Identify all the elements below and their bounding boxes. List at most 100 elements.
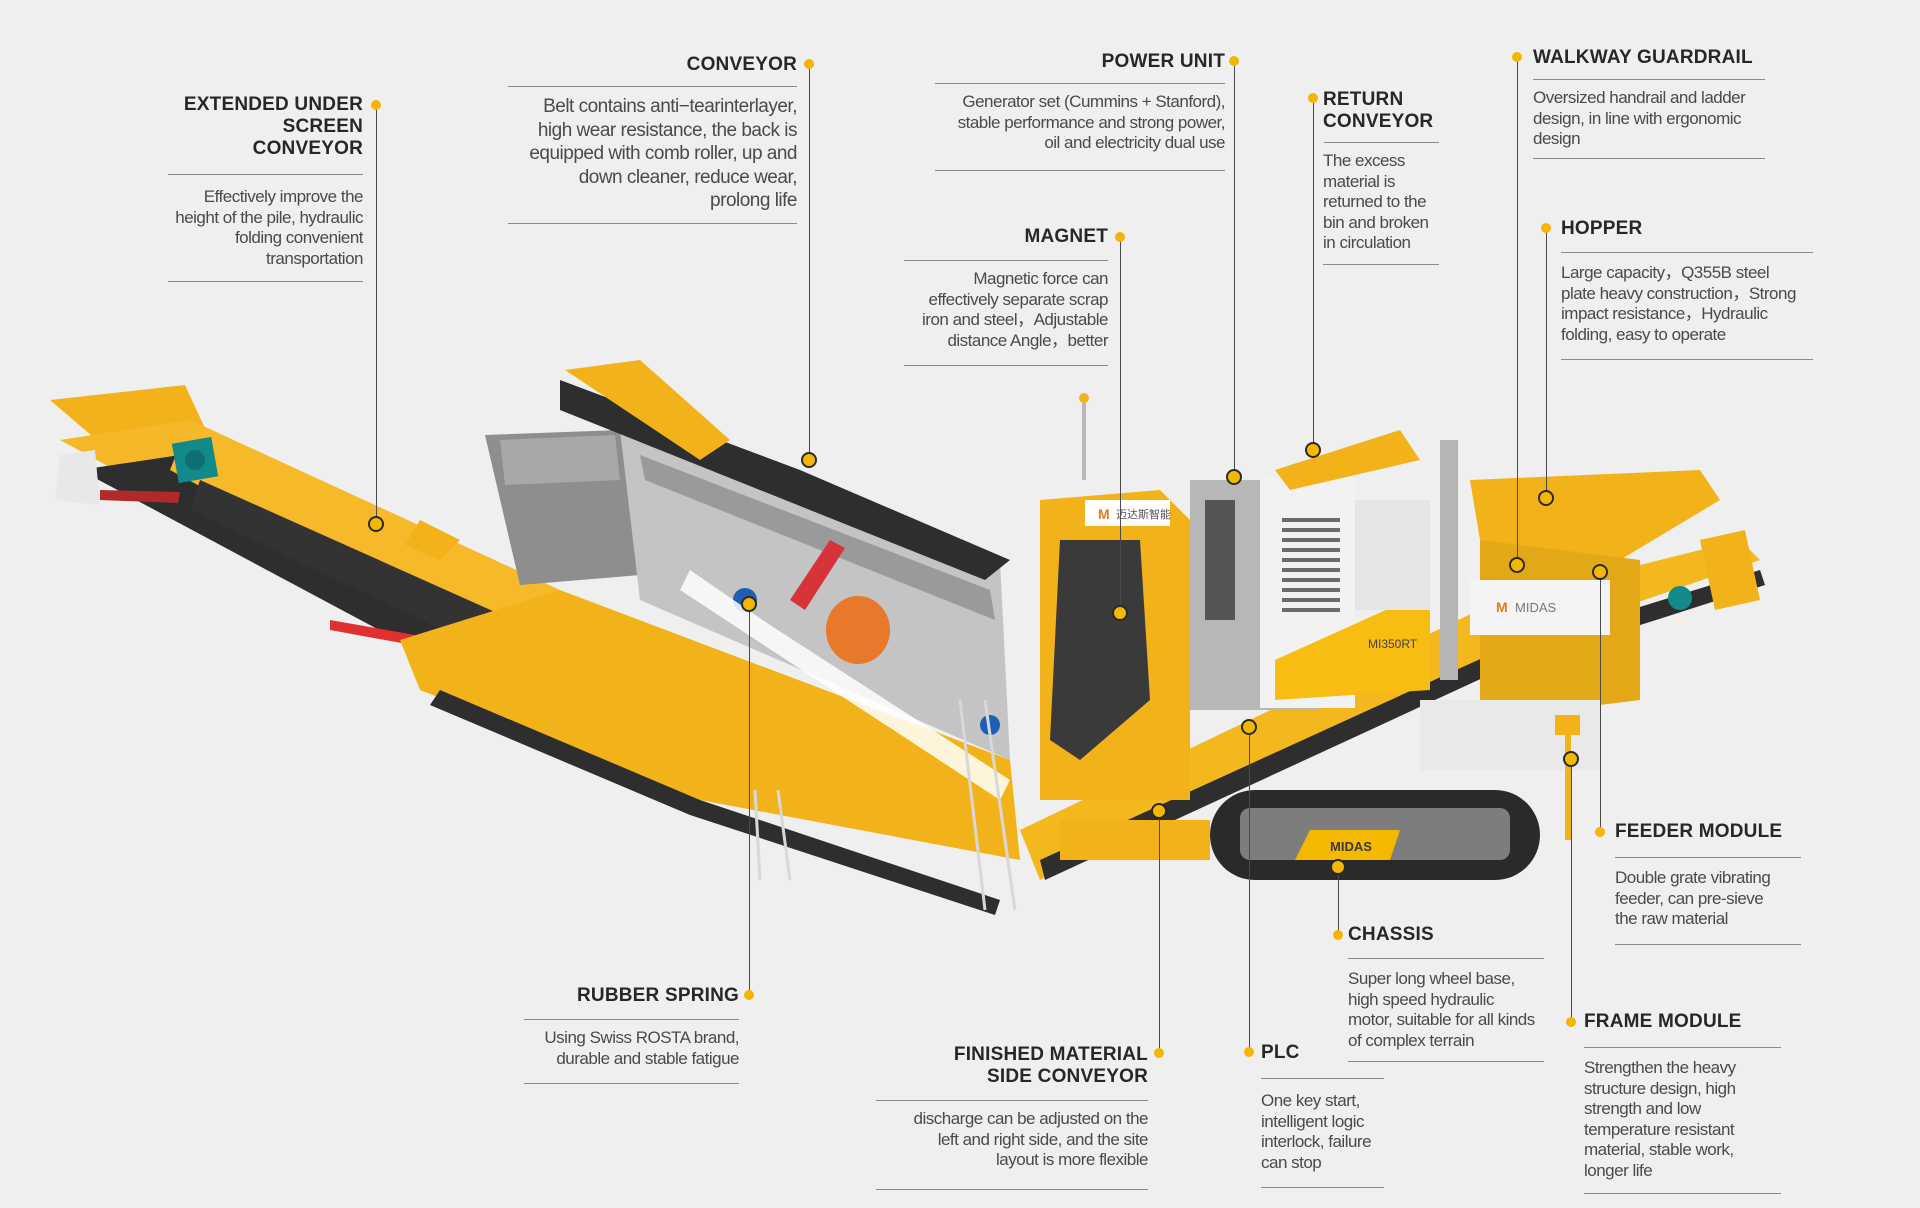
marker-feeder-module[interactable] [1592,564,1608,580]
divider [904,260,1108,261]
callout-description: Magnetic force can effectively separate … [922,269,1108,350]
divider [1561,359,1813,360]
callout-title: CONVEYOR [686,54,797,75]
callout-title: RETURN CONVEYOR [1323,89,1434,132]
leader-line-power-unit [1234,64,1236,477]
frame-and-side-conveyor-part [400,530,1765,915]
callout-magnet: MAGNET Magnetic force can effectively se… [904,226,1109,366]
leader-line-rubber-spring [749,604,751,995]
divider [508,86,797,87]
divider [1584,1193,1781,1194]
leader-line-plc [1249,727,1251,1052]
marker-conveyor[interactable] [801,452,817,468]
svg-text:M: M [1496,599,1508,615]
divider [876,1100,1148,1101]
divider [935,169,1225,171]
svg-text:M: M [1098,506,1110,522]
divider [508,222,797,224]
divider [524,1019,739,1020]
callout-description: The excess material is returned to the b… [1323,151,1429,252]
marker-hopper[interactable] [1538,490,1554,506]
marker-power-unit[interactable] [1226,469,1242,485]
marker-frame-module[interactable] [1563,751,1579,767]
callout-title: RUBBER SPRING [576,985,739,1006]
marker-extended-conveyor[interactable] [368,516,384,532]
leader-line-chassis [1338,867,1340,935]
callout-hopper: HOPPER Large capacity，Q355B steel plate … [1561,218,1813,360]
callout-description: Super long wheel base, high speed hydrau… [1348,969,1535,1050]
divider [1561,252,1813,253]
callout-title: POWER UNIT [1101,51,1225,72]
callout-extended-under-screen-conveyor: EXTENDED UNDER SCREEN CONVEYOR Effective… [168,94,364,282]
crusher-body-part: M 迈达斯智能 MI350RT [1040,393,1458,800]
divider [1261,1078,1384,1079]
dot-finished-conveyor [1154,1048,1164,1058]
divider [876,1188,1148,1190]
callout-conveyor: CONVEYOR Belt contains anti−tearinterlay… [508,54,798,224]
leader-line-finished-conveyor [1159,811,1161,1053]
callout-finished-material-side-conveyor: FINISHED MATERIAL SIDE CONVEYOR discharg… [876,1044,1149,1190]
marker-plc[interactable] [1241,719,1257,735]
callout-title: MAGNET [1024,226,1108,247]
leader-line-conveyor [809,67,811,460]
callout-description: Using Swiss ROSTA brand, durable and sta… [544,1028,739,1068]
divider [524,1083,739,1084]
callout-description: Large capacity，Q355B steel plate heavy c… [1561,263,1796,344]
callout-title: EXTENDED UNDER SCREEN CONVEYOR [183,94,363,159]
callout-walkway-guardrail: WALKWAY GUARDRAIL Oversized handrail and… [1533,47,1765,159]
callout-title: HOPPER [1561,218,1643,239]
svg-text:MI350RT: MI350RT [1368,637,1418,651]
leader-line-return-conveyor [1313,101,1315,450]
dot-walkway-guardrail [1512,52,1522,62]
divider [1348,958,1544,959]
callout-description: Belt contains anti−tearinterlayer, high … [529,96,797,211]
dot-plc [1244,1047,1254,1057]
vibrating-screen-part [485,360,1010,760]
leader-line-walkway-guardrail [1517,60,1519,565]
divider [1615,943,1801,945]
dot-feeder-module [1595,827,1605,837]
marker-finished-conveyor[interactable] [1151,803,1167,819]
marker-magnet[interactable] [1112,605,1128,621]
dot-hopper [1541,223,1551,233]
divider [1324,142,1439,143]
svg-text:迈达斯智能: 迈达斯智能 [1116,507,1171,521]
callout-title: FEEDER MODULE [1615,821,1783,842]
callout-chassis: CHASSIS Super long wheel base, high spee… [1348,924,1544,1062]
dot-rubber-spring [744,990,754,1000]
marker-walkway-guardrail[interactable] [1509,557,1525,573]
leader-line-magnet [1120,240,1122,613]
crawler-track-part: MIDAS [1060,790,1540,880]
callout-title: FRAME MODULE [1584,1011,1742,1032]
divider [1533,157,1765,159]
callout-rubber-spring: RUBBER SPRING Using Swiss ROSTA brand, d… [524,985,740,1084]
marker-chassis[interactable] [1330,859,1346,875]
divider [1323,263,1439,265]
leader-line-extended-conveyor [376,108,378,524]
dot-frame-module [1566,1017,1576,1027]
dot-extended-conveyor [371,100,381,110]
leader-line-feeder-module [1600,572,1602,832]
svg-text:MIDAS: MIDAS [1330,839,1372,854]
callout-frame-module: FRAME MODULE Strengthen the heavy struct… [1584,1011,1781,1194]
dot-chassis [1333,930,1343,940]
divider [1261,1187,1384,1188]
callout-feeder-module: FEEDER MODULE Double grate vibrating fee… [1615,821,1801,945]
divider [168,281,363,282]
dot-conveyor [804,59,814,69]
divider [935,83,1225,84]
callout-power-unit: POWER UNIT Generator set (Cummins + Stan… [935,51,1226,171]
dot-return-conveyor [1308,93,1318,103]
callout-description: discharge can be adjusted on the left an… [913,1109,1149,1169]
callout-plc: PLC One key start, intelligent logic int… [1261,1042,1384,1188]
divider [1584,1047,1781,1048]
callout-description: Generator set (Cummins + Stanford), stab… [957,92,1226,152]
ladders-part [753,699,1017,911]
callout-description: Effectively improve the height of the pi… [175,187,363,268]
dot-power-unit [1229,56,1239,66]
divider [1348,1061,1544,1062]
marker-rubber-spring[interactable] [741,596,757,612]
dot-magnet [1115,232,1125,242]
marker-return-conveyor[interactable] [1305,442,1321,458]
